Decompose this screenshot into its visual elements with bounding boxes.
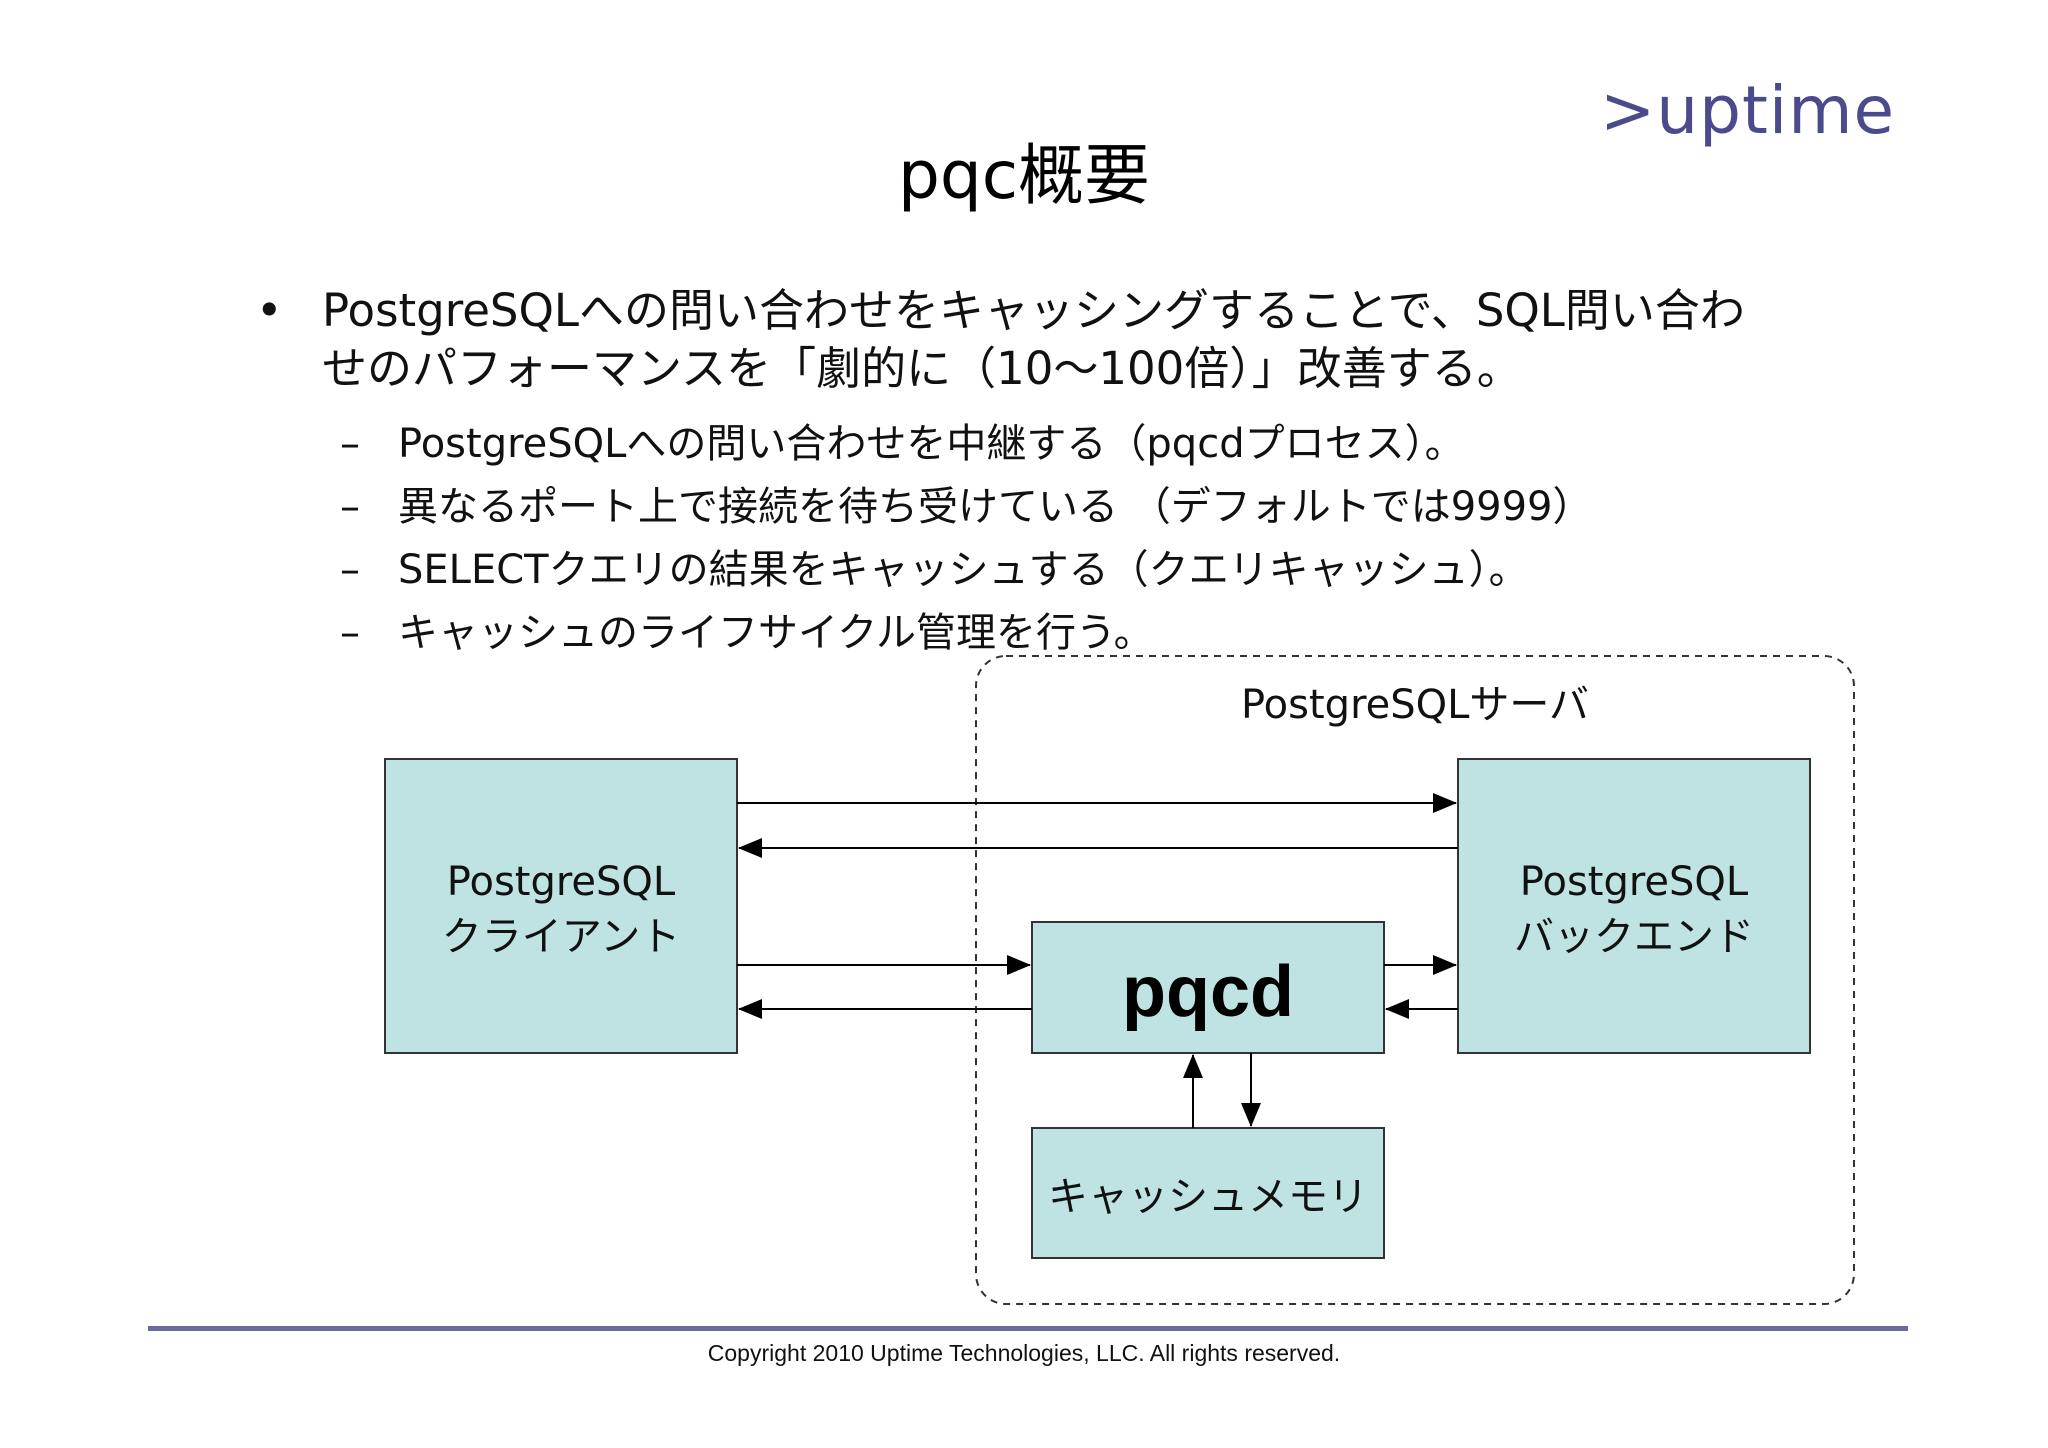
backend-label-line2: バックエンド bbox=[1514, 914, 1754, 960]
copyright-footer: Copyright 2010 Uptime Technologies, LLC.… bbox=[707, 1340, 1341, 1366]
cache-memory-label: キャッシュメモリ bbox=[1048, 1174, 1368, 1220]
slide-title: pqc概要 bbox=[897, 137, 1151, 214]
backend-box bbox=[1457, 758, 1811, 1054]
bullet-list: • PostgreSQLへの問い合わせをキャッシングすることで、SQL問い合わせ… bbox=[250, 282, 1770, 666]
sub-item-text: 異なるポート上で接続を待ち受けている （デフォルトでは9999） bbox=[398, 484, 1593, 530]
cache-memory-box bbox=[1031, 1127, 1385, 1259]
server-group-label: PostgreSQLサーバ bbox=[1241, 682, 1589, 728]
sub-item-port: – 異なるポート上で接続を待ち受けている （デフォルトでは9999） bbox=[250, 477, 1770, 537]
sub-item-cache: – SELECTクエリの結果をキャッシュする（クエリキャッシュ）。 bbox=[250, 540, 1770, 600]
dash-marker: – bbox=[340, 610, 360, 656]
sub-item-relay: – PostgreSQLへの問い合わせを中継する（pqcdプロセス）。 bbox=[250, 414, 1770, 474]
client-box bbox=[384, 758, 738, 1054]
client-label-line2: クライアント bbox=[442, 914, 680, 960]
sub-item-text: キャッシュのライフサイクル管理を行う。 bbox=[398, 610, 1154, 656]
sub-item-text: PostgreSQLへの問い合わせを中継する（pqcdプロセス）。 bbox=[398, 421, 1465, 467]
bullet-marker: • bbox=[256, 284, 283, 337]
pqcd-label: pqcd bbox=[1122, 952, 1294, 1032]
pqcd-box bbox=[1031, 921, 1385, 1054]
client-label-line1: PostgreSQL bbox=[447, 859, 676, 905]
dash-marker: – bbox=[340, 547, 360, 593]
main-bullet-text: PostgreSQLへの問い合わせをキャッシングすることで、SQL問い合わせのパ… bbox=[322, 284, 1745, 395]
main-bullet: • PostgreSQLへの問い合わせをキャッシングすることで、SQL問い合わせ… bbox=[250, 282, 1770, 398]
postgresql-server-group bbox=[975, 655, 1855, 1305]
sub-item-text: SELECTクエリの結果をキャッシュする（クエリキャッシュ）。 bbox=[398, 547, 1529, 593]
uptime-logo: >uptime bbox=[1600, 72, 1896, 149]
sub-item-lifecycle: – キャッシュのライフサイクル管理を行う。 bbox=[250, 603, 1770, 663]
backend-label-line1: PostgreSQL bbox=[1520, 859, 1749, 905]
dash-marker: – bbox=[340, 421, 360, 467]
footer-divider bbox=[148, 1326, 1908, 1331]
dash-marker: – bbox=[340, 484, 360, 530]
